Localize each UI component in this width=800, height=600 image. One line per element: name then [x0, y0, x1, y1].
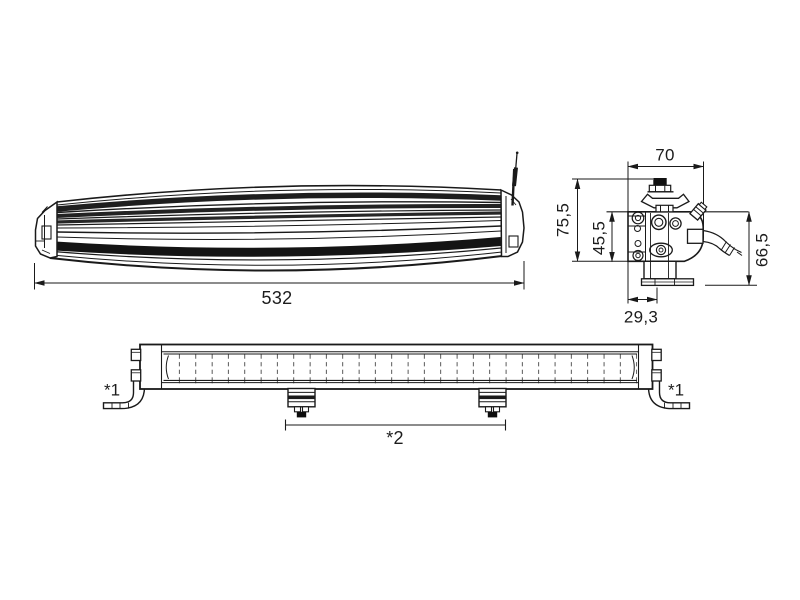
note-bracket-left: *1	[103, 380, 121, 400]
end-view-bracket	[572, 161, 757, 304]
right-end-cap	[500, 188, 525, 258]
dim-label-mount-height: 66,5	[752, 232, 772, 268]
front-view-bar	[102, 343, 691, 431]
note-bracket-right: *1	[667, 380, 685, 400]
dim-label-total-height: 75,5	[553, 202, 573, 238]
left-end-cap	[34, 200, 58, 259]
side-view-curved-bar	[34, 151, 525, 290]
dim-label-body-height: 45,5	[589, 220, 609, 256]
dim-label-foot-offset: 29,3	[623, 307, 659, 327]
dim-label-width: 70	[655, 145, 675, 165]
side-screw	[689, 201, 708, 221]
end-housing-details	[628, 211, 682, 262]
top-mount-bolt	[640, 178, 690, 213]
note-mount-spacing: *2	[386, 428, 404, 448]
end-mount-foot	[640, 260, 695, 287]
dimension-length-532	[34, 261, 525, 290]
curved-bar-fins	[49, 184, 503, 272]
mount-bracket-left	[102, 375, 146, 410]
dim-label-length: 532	[261, 288, 293, 308]
power-wire	[511, 151, 519, 206]
mount-bracket-right	[647, 375, 691, 410]
mount-foot-2	[478, 387, 507, 419]
dimension-mount-spacing	[284, 419, 507, 431]
cable-gland-wire	[686, 228, 743, 257]
end-view-dimensions	[572, 161, 757, 304]
bar-body	[130, 343, 662, 390]
mount-foot	[287, 387, 316, 418]
